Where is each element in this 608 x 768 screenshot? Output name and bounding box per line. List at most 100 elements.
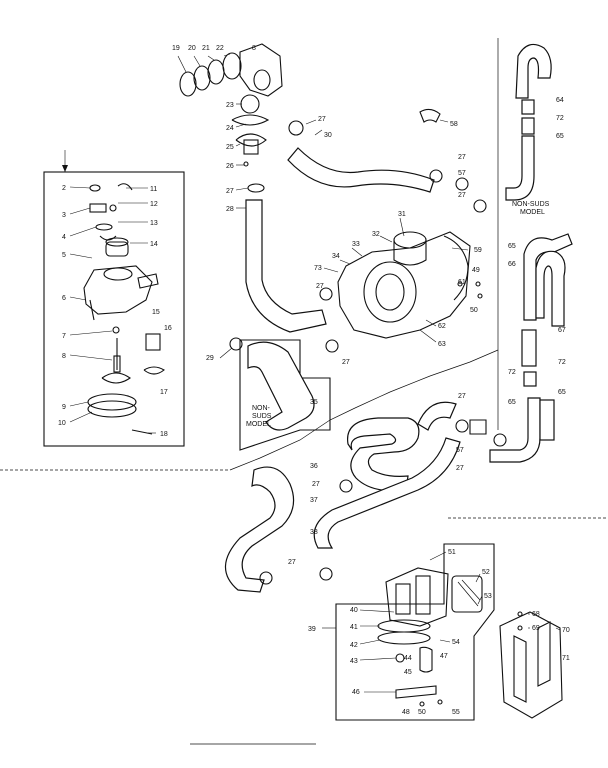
callout-19: 19 bbox=[172, 45, 180, 52]
callout-27: 27 bbox=[316, 283, 324, 290]
callout-62: 62 bbox=[438, 323, 446, 330]
callout-8: 8 bbox=[252, 45, 256, 52]
callout-18: 18 bbox=[160, 431, 168, 438]
callout-36: 36 bbox=[310, 463, 318, 470]
callout-37: 37 bbox=[310, 497, 318, 504]
callout-33: 33 bbox=[352, 241, 360, 248]
callout-27: 27 bbox=[458, 393, 466, 400]
callout-17: 17 bbox=[160, 389, 168, 396]
callout-54: 54 bbox=[452, 639, 460, 646]
callout-45: 45 bbox=[404, 669, 412, 676]
callout-11: 11 bbox=[150, 186, 157, 193]
caption-non-suds-top: NON-SUDS MODEL bbox=[512, 201, 550, 216]
callout-44: 44 bbox=[404, 655, 412, 662]
callout-41: 41 bbox=[350, 624, 358, 631]
non-suds-side-box bbox=[239, 339, 331, 451]
callout-71: 71 bbox=[562, 655, 570, 662]
callout-57: 57 bbox=[458, 170, 466, 177]
callout-25: 25 bbox=[226, 144, 234, 151]
callout-27: 27 bbox=[312, 481, 320, 488]
callout-27: 27 bbox=[458, 192, 466, 199]
callout-65: 65 bbox=[508, 399, 516, 406]
callout-43: 43 bbox=[350, 658, 358, 665]
callout-47: 47 bbox=[440, 653, 448, 660]
callout-27: 27 bbox=[226, 188, 234, 195]
callout-20: 20 bbox=[188, 45, 196, 52]
caption-non-suds-side: NON- SUDS MODEL bbox=[246, 405, 272, 428]
callout-4: 4 bbox=[62, 234, 66, 241]
callout-28: 28 bbox=[226, 206, 234, 213]
caption-line: MODEL bbox=[520, 209, 545, 216]
callout-2: 2 bbox=[62, 185, 66, 192]
callout-27: 27 bbox=[318, 116, 326, 123]
callout-57: 57 bbox=[456, 447, 464, 454]
callout-22: 22 bbox=[216, 45, 224, 52]
callout-55: 55 bbox=[452, 709, 460, 716]
callout-35: 35 bbox=[310, 399, 318, 406]
callout-58: 58 bbox=[450, 121, 458, 128]
callout-27: 27 bbox=[458, 154, 466, 161]
callout-21: 21 bbox=[202, 45, 210, 52]
callout-27: 27 bbox=[456, 465, 464, 472]
lower-pump-box bbox=[322, 543, 495, 721]
pump-body bbox=[219, 108, 507, 585]
callout-48: 48 bbox=[402, 709, 410, 716]
callout-72: 72 bbox=[508, 369, 516, 376]
callout-6: 6 bbox=[62, 295, 66, 302]
callout-72: 72 bbox=[556, 115, 564, 122]
callout-5: 5 bbox=[62, 252, 66, 259]
callout-53: 53 bbox=[484, 593, 492, 600]
callout-73: 73 bbox=[314, 265, 322, 272]
callout-12: 12 bbox=[150, 201, 158, 208]
callout-15: 15 bbox=[152, 309, 160, 316]
callout-labels: 19 20 21 22 8 23 24 25 26 27 28 27 30 58… bbox=[58, 45, 570, 716]
callout-7: 7 bbox=[62, 333, 66, 340]
callout-72: 72 bbox=[558, 359, 566, 366]
callout-68: 68 bbox=[532, 611, 540, 618]
callout-65: 65 bbox=[556, 133, 564, 140]
callout-50: 50 bbox=[418, 709, 426, 716]
callout-16: 16 bbox=[164, 325, 172, 332]
pump-assembly-box bbox=[43, 150, 185, 447]
callout-63: 63 bbox=[438, 341, 446, 348]
callout-34: 34 bbox=[332, 253, 340, 260]
callout-50: 50 bbox=[470, 307, 478, 314]
callout-14: 14 bbox=[150, 241, 158, 248]
callout-26: 26 bbox=[226, 163, 234, 170]
callout-32: 32 bbox=[372, 231, 380, 238]
callout-23: 23 bbox=[226, 102, 234, 109]
callout-70: 70 bbox=[562, 627, 570, 634]
callout-39: 39 bbox=[308, 626, 316, 633]
callout-66: 66 bbox=[508, 261, 516, 268]
caption-line: SUDS bbox=[252, 413, 272, 420]
bracket bbox=[499, 611, 563, 719]
callout-49: 49 bbox=[472, 267, 480, 274]
inlet-assembly bbox=[177, 43, 323, 209]
callout-69: 69 bbox=[532, 625, 540, 632]
callout-64: 64 bbox=[556, 97, 564, 104]
callout-3: 3 bbox=[62, 212, 66, 219]
callout-65: 65 bbox=[508, 243, 516, 250]
callout-13: 13 bbox=[150, 220, 158, 227]
hoses bbox=[224, 43, 573, 593]
callout-29: 29 bbox=[206, 355, 214, 362]
callout-65: 65 bbox=[558, 389, 566, 396]
callout-31: 31 bbox=[398, 211, 406, 218]
callout-40: 40 bbox=[350, 607, 358, 614]
callout-59: 59 bbox=[474, 247, 482, 254]
caption-line: NON- bbox=[252, 405, 271, 412]
callout-46: 46 bbox=[352, 689, 360, 696]
callout-67: 67 bbox=[558, 327, 566, 334]
callout-42: 42 bbox=[350, 642, 358, 649]
callout-8: 8 bbox=[62, 353, 66, 360]
callout-51: 51 bbox=[448, 549, 456, 556]
caption-line: NON-SUDS bbox=[512, 201, 550, 208]
callout-30: 30 bbox=[324, 132, 332, 139]
caption-line: MODEL bbox=[246, 421, 271, 428]
callout-61: 61 bbox=[458, 279, 466, 286]
callout-9: 9 bbox=[62, 404, 66, 411]
callout-10: 10 bbox=[58, 420, 66, 427]
callout-38: 38 bbox=[310, 529, 318, 536]
callout-52: 52 bbox=[482, 569, 490, 576]
